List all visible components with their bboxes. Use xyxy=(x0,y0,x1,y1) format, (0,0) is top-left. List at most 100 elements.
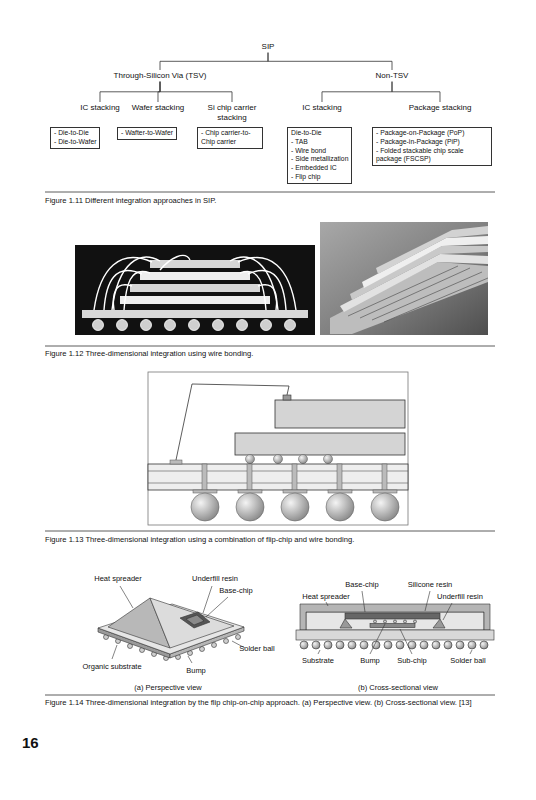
cross-section-drawing xyxy=(348,641,356,649)
cross-section-drawing xyxy=(425,591,430,611)
node-text: - Embedded IC xyxy=(291,164,348,173)
wire-bond-drawing xyxy=(117,320,128,331)
cross-section-drawing xyxy=(480,641,488,649)
cross-section-drawing xyxy=(296,591,494,654)
wire-bond-drawing xyxy=(104,270,142,310)
node-text: - Die-to-Wafer xyxy=(54,138,96,147)
cross-section-drawing xyxy=(433,619,445,628)
tree-connector xyxy=(322,82,392,102)
part-label: Heat spreader xyxy=(302,592,350,602)
list-box: - Wafter-to-Wafer xyxy=(117,127,177,140)
flip-chip-wire-bond-drawing xyxy=(235,433,405,455)
node-text: Package stacking xyxy=(409,103,472,113)
flip-chip-wire-bond-drawing xyxy=(238,490,262,493)
cross-section-drawing xyxy=(444,641,452,649)
cross-section-drawing xyxy=(420,641,428,649)
cross-section-drawing xyxy=(456,641,464,649)
page-number: 16 xyxy=(22,733,39,753)
figure-caption: Figure 1.13 Three-dimensional integratio… xyxy=(45,535,495,545)
node-text: - Side metallization xyxy=(291,155,348,164)
list-box: - Die-to-Die- Die-to-Wafer xyxy=(50,127,100,149)
rule-lines xyxy=(45,346,495,347)
cross-section-drawing xyxy=(360,641,368,649)
perspective-package-drawing xyxy=(188,656,192,663)
flip-chip-wire-bond-drawing xyxy=(236,493,264,521)
cross-section-drawing xyxy=(306,612,484,630)
part-label: Organic substrate xyxy=(82,662,141,672)
perspective-package-drawing xyxy=(186,615,204,625)
node-text: Non-TSV xyxy=(376,71,409,81)
node-text: Die-to-Die xyxy=(291,129,348,138)
wire-bond-drawing xyxy=(75,245,315,335)
flip-chip-wire-bond-drawing xyxy=(281,493,309,521)
flip-chip-wire-bond-drawing xyxy=(148,464,408,490)
rule-lines xyxy=(45,695,495,696)
stacked-die-photo xyxy=(384,278,488,322)
flip-chip-wire-bond-drawing xyxy=(274,455,283,464)
list-box: - Package-on-Package (PoP)- Package-in-P… xyxy=(372,127,492,166)
cross-section-drawing xyxy=(296,630,494,640)
part-label: Bump xyxy=(186,666,206,676)
tree-heading: Si chip carrier stacking xyxy=(203,103,261,122)
node-text: IC stacking xyxy=(80,103,120,113)
list-box: - Chip carrier-to-Chip carrier xyxy=(197,127,263,149)
cross-section-drawing xyxy=(400,629,412,654)
cross-section-drawing xyxy=(318,650,320,654)
flip-chip-wire-bond-drawing xyxy=(170,460,182,464)
cross-section-drawing xyxy=(300,641,308,649)
flip-chip-wire-bond-drawing xyxy=(148,471,408,472)
part-label: Solder ball xyxy=(239,644,274,654)
node-text: Through-Silicon Via (TSV) xyxy=(114,71,207,81)
tree-heading: Non-TSV xyxy=(376,71,409,81)
cross-section-drawing xyxy=(374,620,417,623)
perspective-package-drawing xyxy=(236,635,241,640)
node-text: - Wafter-to-Wafer xyxy=(121,129,173,138)
cross-section-drawing xyxy=(370,624,415,628)
cross-section-drawing xyxy=(340,619,352,628)
flip-chip-wire-bond-drawing xyxy=(246,455,255,464)
stacked-die-photo xyxy=(360,268,470,318)
wire-bond-drawing xyxy=(213,320,224,331)
perspective-package-drawing xyxy=(112,586,245,663)
stacked-die-photo xyxy=(320,222,488,335)
cross-section-drawing xyxy=(414,620,417,623)
part-label: Substrate xyxy=(302,656,334,666)
perspective-package-drawing xyxy=(206,597,228,617)
part-label: (b) Cross-sectional view xyxy=(358,683,438,693)
cross-section-drawing xyxy=(362,591,365,612)
flip-chip-wire-bond-drawing xyxy=(176,384,289,460)
cross-section-drawing xyxy=(404,620,407,623)
flip-chip-wire-bond-drawing xyxy=(148,483,408,484)
rule-lines xyxy=(45,192,495,695)
flip-chip-wire-bond-drawing xyxy=(373,490,397,493)
node-text: - TAB xyxy=(291,138,348,147)
tree-connector xyxy=(160,53,268,70)
cross-section-drawing xyxy=(384,641,392,649)
rule-lines xyxy=(45,192,495,193)
wire-bond-drawing xyxy=(261,320,272,331)
wire-bond-drawing xyxy=(285,320,296,331)
part-label: Heat spreader xyxy=(94,574,142,584)
cross-section-drawing xyxy=(468,641,476,649)
part-label: Base-chip xyxy=(345,580,378,590)
cross-section-drawing xyxy=(300,641,488,649)
flip-chip-wire-bond-drawing xyxy=(148,471,408,483)
perspective-package-drawing xyxy=(120,586,133,608)
perspective-package-drawing xyxy=(112,645,117,659)
flip-chip-wire-bond-drawing xyxy=(191,493,399,521)
wire-bond-drawing xyxy=(238,258,296,310)
perspective-package-drawing xyxy=(180,612,210,628)
figure-caption: Figure 1.11 Different integration approa… xyxy=(45,196,495,206)
flip-chip-wire-bond-drawing xyxy=(191,493,219,521)
wire-bond-drawing xyxy=(237,320,248,331)
perspective-package-drawing xyxy=(150,598,234,648)
part-label: Base-chip xyxy=(219,586,252,596)
cross-section-drawing xyxy=(394,620,397,623)
part-label: (a) Perspective view xyxy=(134,683,202,693)
wire-bond-drawing xyxy=(248,270,286,310)
part-label: Sub-chip xyxy=(397,656,427,666)
part-label: Silicone resin xyxy=(408,580,453,590)
wire-bond-drawing xyxy=(93,320,104,331)
